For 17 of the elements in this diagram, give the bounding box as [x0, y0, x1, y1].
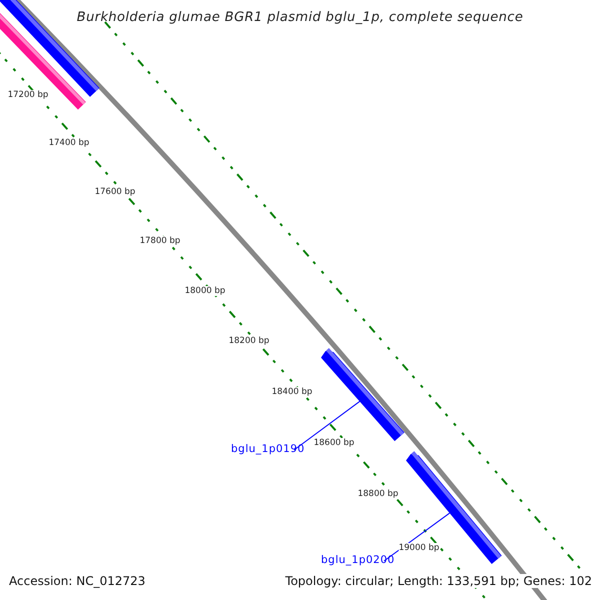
gene-label: bglu_1p0190 [231, 443, 305, 455]
leader-line [294, 400, 360, 450]
position-label: 17400 bp [48, 138, 90, 148]
summary-text: Topology: circular; Length: 133,591 bp; Genes: 102 [285, 574, 592, 588]
position-label: 17200 bp [8, 90, 48, 100]
leader-line [384, 512, 450, 562]
position-label: 18800 bp [358, 489, 398, 499]
accession-text: Accession: NC_012723 [9, 574, 146, 588]
position-label: 17800 bp [140, 236, 180, 246]
gene-label: bglu_1p0200 [321, 554, 395, 566]
map-title: Burkholderia glumae BGR1 plasmid bglu_1p, complete sequence [76, 10, 524, 25]
position-label: 18200 bp [228, 336, 270, 346]
position-label: 18400 bp [272, 387, 312, 397]
position-label: 17600 bp [94, 187, 136, 197]
position-label: 18000 bp [184, 286, 226, 296]
position-label: 18600 bp [314, 438, 354, 448]
position-label: 19000 bp [398, 543, 440, 553]
